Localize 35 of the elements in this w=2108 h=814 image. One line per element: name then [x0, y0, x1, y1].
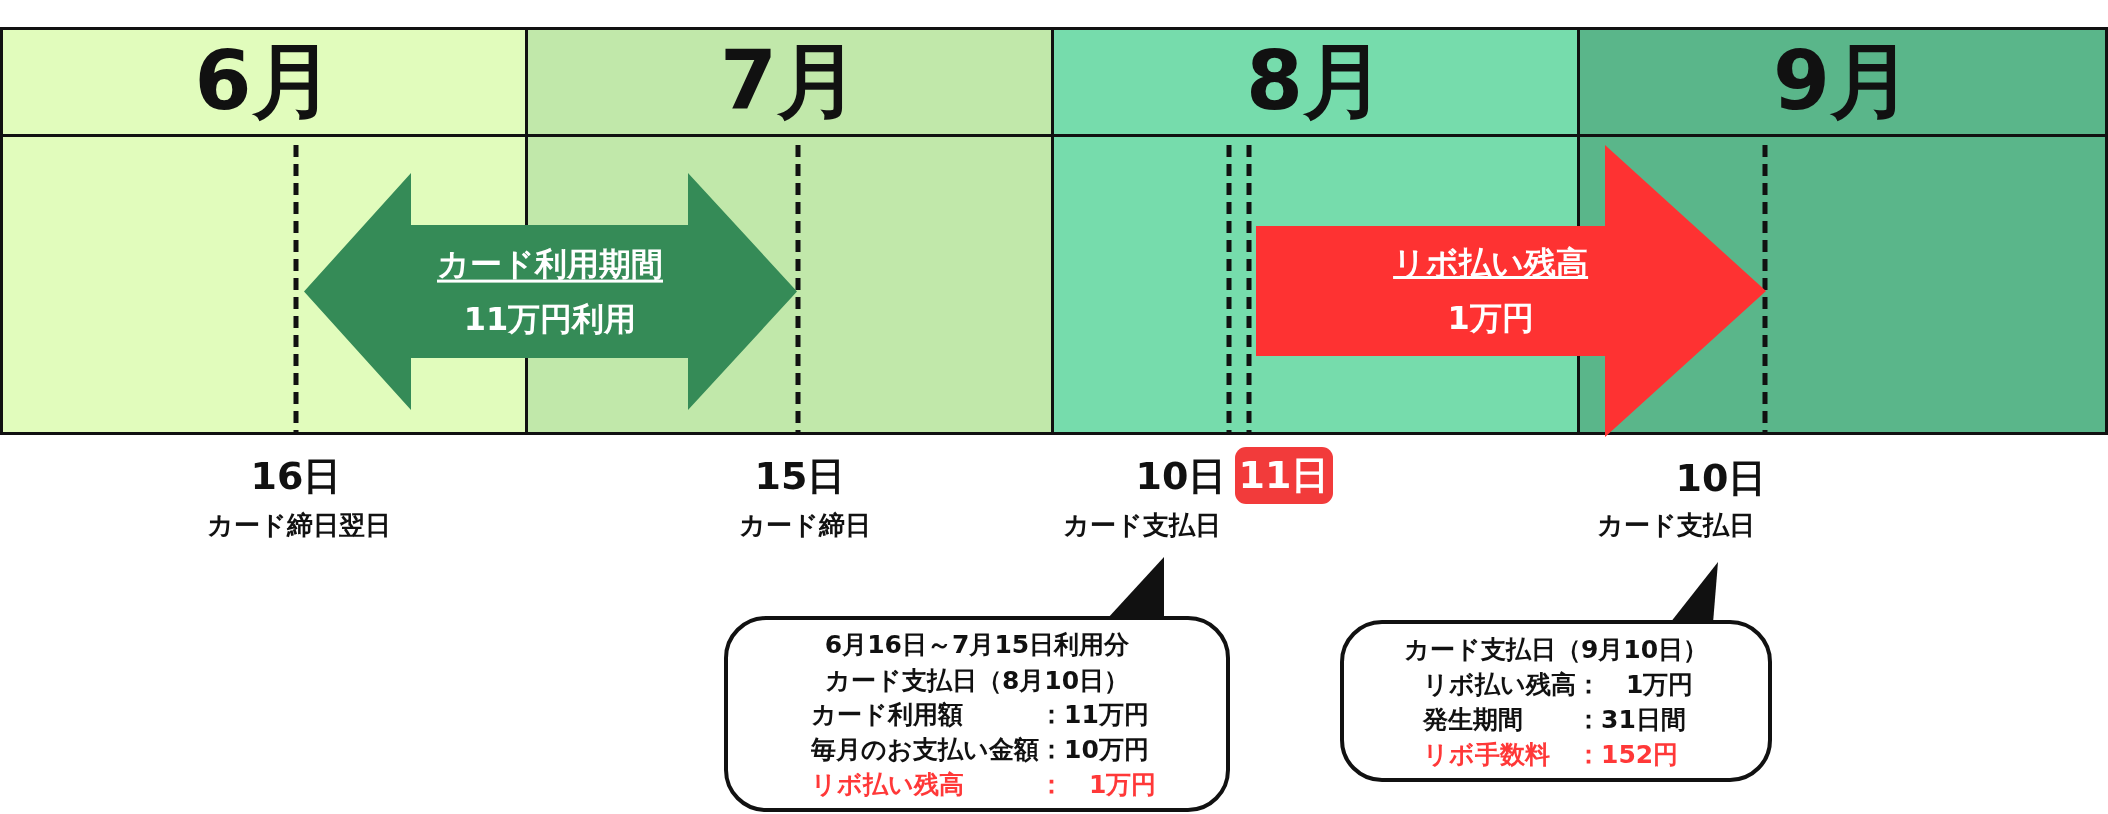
date-badge: 11日	[1235, 447, 1333, 504]
arrow-heading: カード利用期間	[437, 245, 663, 283]
month-heading: 9月	[1772, 33, 1913, 129]
item-label: 毎月のお支払い金額	[811, 735, 1039, 765]
item-value: ：10万円	[1039, 735, 1149, 765]
item-value: ：31日間	[1576, 705, 1686, 735]
item-label: 発生期間	[1423, 705, 1523, 735]
date-label: 10日	[1675, 457, 1767, 501]
speech-bubble	[1340, 561, 1772, 782]
double-arrow	[304, 173, 797, 410]
block-arrow	[1256, 145, 1766, 437]
month-heading: 8月	[1245, 33, 1386, 129]
item-value: ： 1万円	[1576, 670, 1694, 700]
item-label: リボ払い残高	[1423, 670, 1576, 700]
month-heading: 6月	[194, 33, 334, 129]
date-caption: カード締日	[739, 511, 871, 541]
date-label: 16日	[250, 455, 342, 499]
summary-line: 6月16日～7月15日利用分	[824, 630, 1130, 660]
item-value: ：11万円	[1039, 700, 1149, 730]
summary-line: カード支払日（8月10日）	[824, 666, 1130, 696]
arrow-text: 11万円利用	[463, 300, 637, 338]
date-caption: カード締日翌日	[207, 511, 391, 541]
date-caption: カード支払日	[1063, 511, 1221, 541]
item-label: リボ払い残高	[811, 770, 964, 800]
date-label: 15日	[754, 455, 846, 499]
item-label: リボ手数料	[1423, 740, 1550, 770]
item-value: ： 1万円	[1039, 770, 1157, 800]
item-label: カード利用額	[811, 700, 963, 730]
date-caption: カード支払日	[1597, 511, 1755, 541]
item-value: ：152円	[1576, 740, 1679, 770]
edge-label: リボ払い残高 1万円	[1393, 243, 1589, 339]
date-label: 10日	[1135, 455, 1227, 499]
month-heading: 7月	[719, 33, 860, 129]
summary-line: カード支払日（9月10日）	[1403, 635, 1709, 665]
speech-bubble	[724, 556, 1230, 812]
